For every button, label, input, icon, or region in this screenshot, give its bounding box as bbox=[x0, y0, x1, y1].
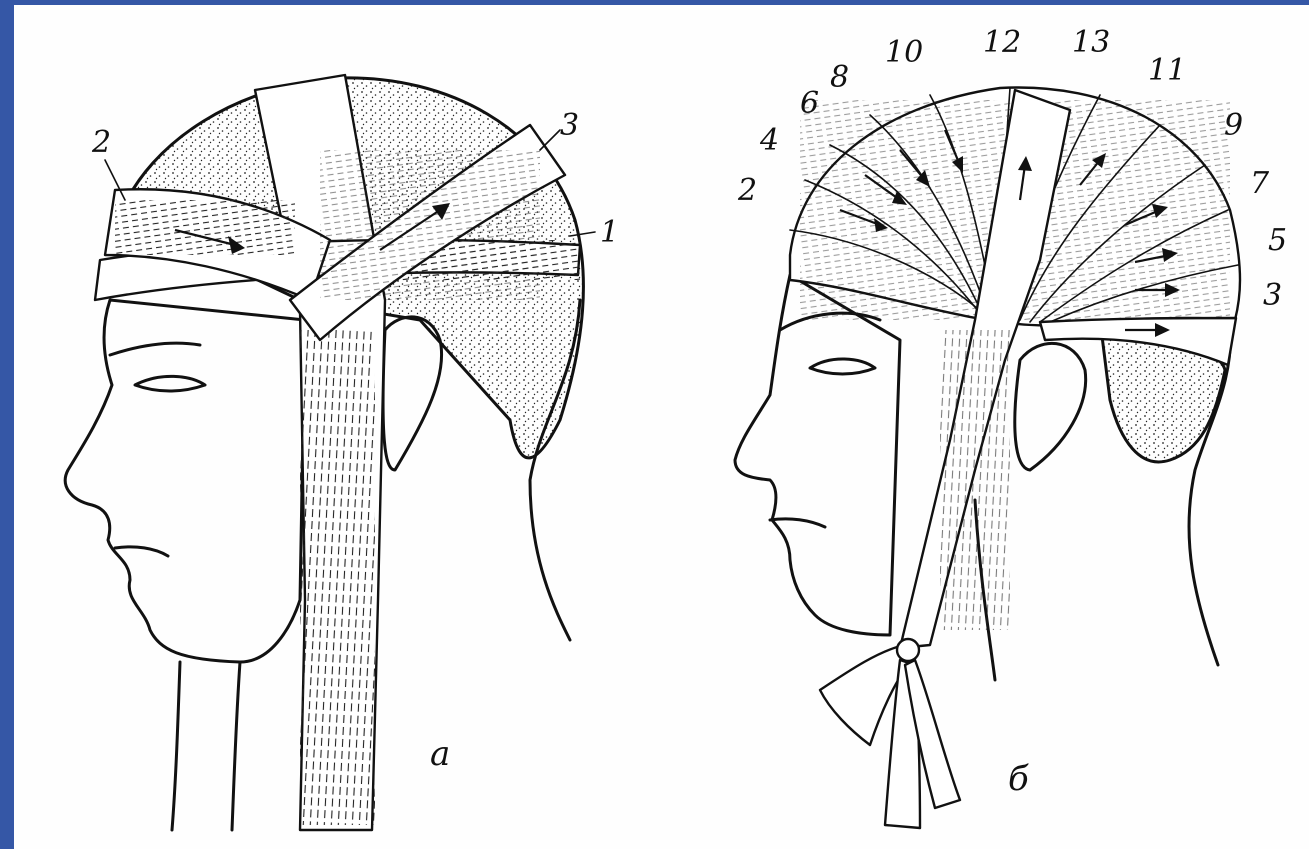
figure-b-label-11: 11 bbox=[1148, 53, 1186, 88]
figure-b-label-12: 12 bbox=[983, 25, 1021, 60]
figure-a-neck-front bbox=[172, 662, 180, 830]
figure-b-strap-shading bbox=[940, 330, 1010, 630]
figure-b-label-2: 2 bbox=[737, 173, 757, 208]
figure-b-label-7: 7 bbox=[1250, 166, 1270, 201]
figure-a: 2 3 1 а bbox=[65, 75, 619, 830]
figure-a-leader-3 bbox=[540, 130, 560, 150]
figure-a-eyebrow bbox=[110, 343, 200, 355]
figure-a-band-2-shading bbox=[115, 200, 295, 255]
figure-a-label-1: 1 bbox=[600, 215, 619, 250]
figure-a-eye bbox=[135, 376, 205, 391]
figure-b-label-13: 13 bbox=[1072, 25, 1110, 60]
figure-b-label-10: 10 bbox=[885, 35, 923, 70]
figure-a-caption: а bbox=[430, 734, 450, 774]
figure-a-label-3: 3 bbox=[560, 108, 579, 143]
figure-a-band-3-shading bbox=[320, 150, 540, 300]
figure-b-label-5: 5 bbox=[1268, 223, 1287, 258]
figure-b-label-8: 8 bbox=[830, 60, 849, 95]
figure-a-lips bbox=[115, 547, 168, 556]
figure-b-knot bbox=[897, 639, 919, 661]
figure-b-face bbox=[735, 275, 900, 635]
figure-b-label-9: 9 bbox=[1224, 108, 1243, 143]
figure-b-eye bbox=[810, 359, 875, 374]
figure-b-ear bbox=[1015, 343, 1086, 470]
figure-a-label-2: 2 bbox=[91, 125, 111, 160]
figure-b-label-4: 4 bbox=[759, 123, 779, 158]
figure-b: 12 13 10 11 8 9 6 7 4 5 2 3 б bbox=[735, 25, 1287, 828]
figure-a-face bbox=[65, 300, 305, 662]
figure-b-caption: б bbox=[1008, 759, 1029, 799]
figure-a-ear bbox=[383, 317, 442, 470]
figure-a-strap-shading bbox=[300, 330, 375, 825]
figure-b-label-3: 3 bbox=[1263, 278, 1282, 313]
figure-a-neck-front2 bbox=[232, 662, 240, 830]
figure-b-label-6: 6 bbox=[800, 86, 819, 121]
